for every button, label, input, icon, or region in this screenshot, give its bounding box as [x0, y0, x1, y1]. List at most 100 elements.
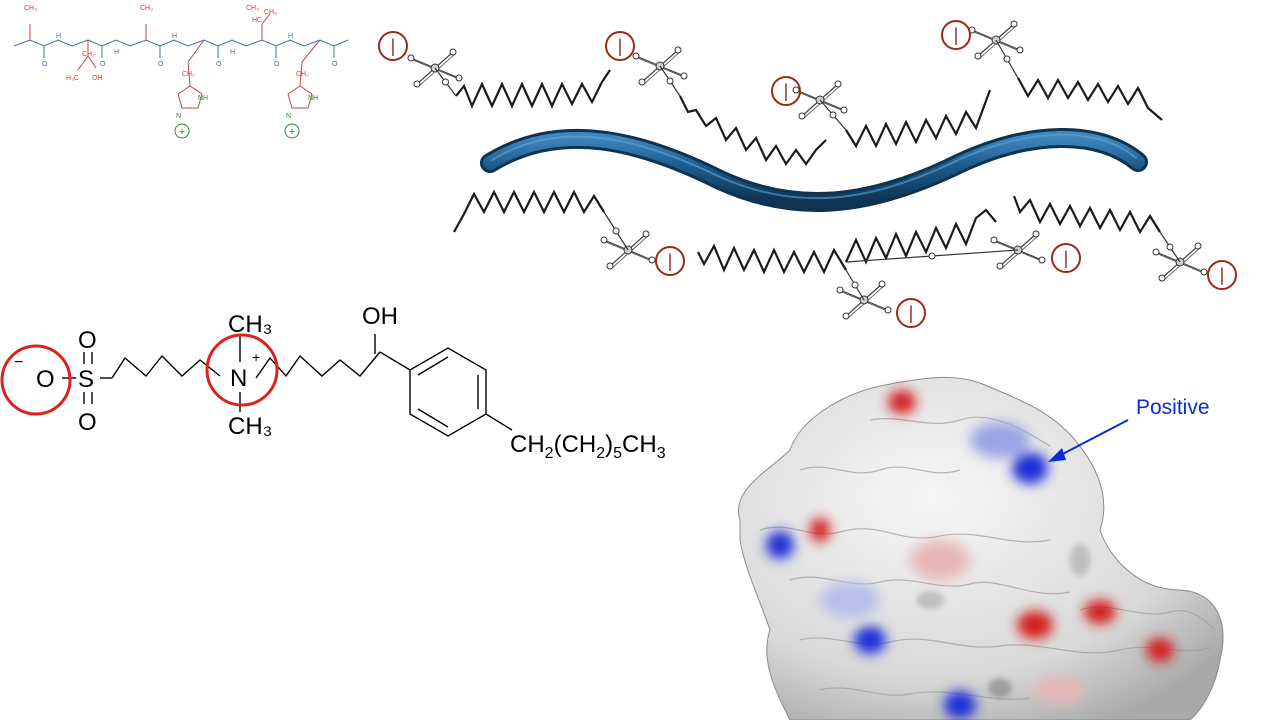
label-ring-nh-1: NH — [198, 95, 208, 102]
oxygen-atom — [442, 78, 449, 86]
weak-negative-patch-1 — [910, 540, 970, 580]
sulfate-headgroup — [836, 280, 892, 320]
quaternary-nitrogen-label: N — [230, 365, 247, 392]
oxygen-atom — [990, 236, 998, 244]
negative-patch-1 — [888, 390, 916, 414]
positive-patch-4 — [944, 691, 976, 719]
weak-negative-patch-2 — [1036, 676, 1084, 704]
surfactant-polymer-complex — [480, 128, 1148, 212]
label-n-2: H — [114, 49, 119, 56]
negative-charge-sign: | — [668, 251, 673, 271]
peptide-structure: CH₃ CH₃ CH₃ HC CH₃ H₃C OH CH₂ CH₂ CH₂ NH… — [13, 5, 349, 139]
oxygen-atom — [606, 262, 614, 270]
methyl-top-label: CH₃ — [228, 311, 272, 338]
label-methine: HC — [252, 17, 262, 24]
alkyl-tail — [697, 243, 847, 275]
surfactant-units: |||||||| — [378, 20, 1237, 328]
label-ch2-1: CH₂ — [182, 71, 195, 78]
oxygen-atom — [1038, 256, 1046, 264]
charge-patches — [766, 390, 1174, 719]
negative-charge-circle — [655, 246, 685, 276]
negative-patch-4 — [1084, 600, 1116, 624]
label-ring-n-1: N — [176, 113, 181, 120]
negative-charge-circle — [1207, 260, 1237, 290]
anion-charge-label: − — [14, 354, 23, 371]
negative-charge-circle — [378, 31, 408, 61]
negative-charge-circle — [771, 76, 801, 106]
oxygen-atom — [455, 74, 463, 82]
oxygen-atom — [1158, 274, 1166, 282]
anion-highlight-circle — [0, 344, 72, 416]
polymer-highlight — [491, 133, 1137, 200]
oxygen-atom — [1032, 230, 1040, 238]
cation-highlight-circle — [205, 333, 279, 407]
label-ring-nh-2: NH — [308, 95, 318, 102]
oxygen-atom — [600, 236, 608, 244]
positive-annotation: Positive — [1048, 396, 1210, 462]
negative-charge-sign: | — [954, 25, 959, 45]
label-o-4: O — [216, 61, 222, 68]
sulfate-headgroup — [632, 46, 688, 86]
oxygen-atom — [798, 112, 806, 120]
sulfate-headgroup — [600, 230, 656, 270]
polymer-chain-outline — [480, 128, 1148, 212]
label-ch: CH₂ — [82, 51, 95, 58]
weak-positive-patch-1 — [970, 422, 1030, 458]
label-o-1: O — [42, 61, 48, 68]
oxygen-atom — [1016, 46, 1024, 54]
polymer-chain — [483, 131, 1145, 209]
label-o-2: O — [100, 61, 106, 68]
peptide-sidechains — [29, 13, 321, 109]
oxygen-atom — [842, 312, 850, 320]
label-methyl-3: CH₃ — [246, 5, 259, 12]
positive-charge-circle-1 — [174, 123, 190, 139]
oxygen-atom — [878, 280, 886, 288]
positive-charge-sign-2: + — [289, 126, 295, 138]
sulfate-headgroup — [407, 48, 463, 88]
alkyl-tail — [845, 89, 992, 149]
peptide-backbone — [13, 39, 349, 58]
negative-charge-sign: | — [909, 303, 914, 323]
positive-patch-3 — [854, 626, 886, 654]
oxygen-atom — [674, 46, 682, 54]
positive-charge-sign-1: + — [179, 126, 185, 138]
oxygen-atom — [638, 78, 646, 86]
negative-charge-sign: | — [784, 81, 789, 101]
oxygen-atom — [413, 80, 421, 88]
positive-annotation-label: Positive — [1136, 396, 1210, 419]
methyl-bottom-label: CH₃ — [228, 413, 272, 440]
oxygen-atom — [449, 48, 457, 56]
alkyl-tail — [1017, 77, 1163, 121]
surface-shadows — [916, 544, 1090, 698]
surfactant-unit: | — [605, 31, 827, 167]
annotation-arrowhead — [1048, 448, 1066, 462]
negative-charge-circle — [605, 31, 635, 61]
alkyl-tail — [453, 189, 605, 233]
label-hydroxyl: OH — [92, 75, 103, 82]
label-methyl-4: CH₃ — [264, 9, 277, 16]
alkyl-tail — [679, 95, 827, 167]
label-n-4: H — [230, 49, 235, 56]
label-methyl-2: CH₃ — [140, 5, 153, 12]
oxygen-atom — [680, 72, 688, 80]
oxygen-atom — [836, 286, 844, 294]
surfactant-unit: | — [378, 31, 611, 109]
oxygen-atom — [829, 111, 837, 119]
negative-charge-circle — [896, 298, 926, 328]
positive-patch-main — [1012, 452, 1048, 484]
anion-oxygen-label: O — [36, 366, 55, 393]
oxygen-atom — [792, 86, 800, 94]
oxygen-atom — [1200, 268, 1208, 276]
sulfate-headgroup — [990, 230, 1046, 270]
cation-charge-label: + — [252, 349, 260, 365]
zwitterionic-surfactant: O − S O O CH₃ CH₃ N + OH CH2(CH2)5CH3 — [0, 303, 666, 462]
oxygen-atom — [632, 52, 640, 60]
peptide-labels: CH₃ CH₃ CH₃ HC CH₃ H₃C OH CH₂ CH₂ CH₂ NH… — [24, 5, 338, 120]
zwitterion-labels: O − S O O CH₃ CH₃ N + OH CH2(CH2)5CH3 — [14, 303, 666, 462]
surfactant-unit: | — [844, 208, 1081, 273]
label-ring-n-2: N — [286, 113, 291, 120]
label-h3c: H₃C — [66, 75, 79, 82]
label-n-3: H — [172, 33, 177, 40]
negative-patch-3 — [1017, 611, 1053, 639]
